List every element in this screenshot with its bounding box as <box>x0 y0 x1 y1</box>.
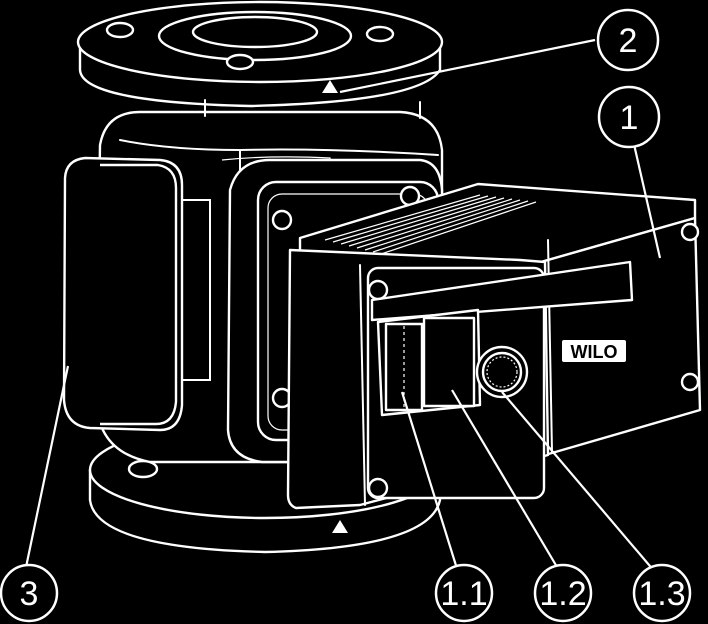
callout-3-label: 3 <box>20 575 39 613</box>
callout-2-label: 2 <box>619 22 638 60</box>
wilo-logo: WILO <box>562 340 626 362</box>
leader-lines <box>23 38 662 573</box>
cooling-fins <box>324 194 537 255</box>
callout-1-2-label: 1.2 <box>539 575 586 613</box>
callout-1-1-label: 1.1 <box>440 575 487 613</box>
callout-1-2: 1.2 <box>533 563 593 623</box>
control-knob <box>475 345 529 399</box>
callout-3: 3 <box>0 563 59 623</box>
callout-1-3-label: 1.3 <box>638 575 685 613</box>
flow-arrow-icon <box>332 520 348 533</box>
callout-1: 1 <box>597 85 661 149</box>
top-flange <box>76 0 444 108</box>
lcd-display <box>422 316 476 408</box>
callout-1-1: 1.1 <box>434 563 494 623</box>
flow-arrow-icon <box>322 80 338 93</box>
callout-2: 2 <box>596 8 660 72</box>
brand-logo-text: WILO <box>571 342 618 362</box>
callout-1-label: 1 <box>620 99 639 137</box>
callout-1-3: 1.3 <box>632 563 692 623</box>
pump-housing-cover <box>62 156 211 432</box>
